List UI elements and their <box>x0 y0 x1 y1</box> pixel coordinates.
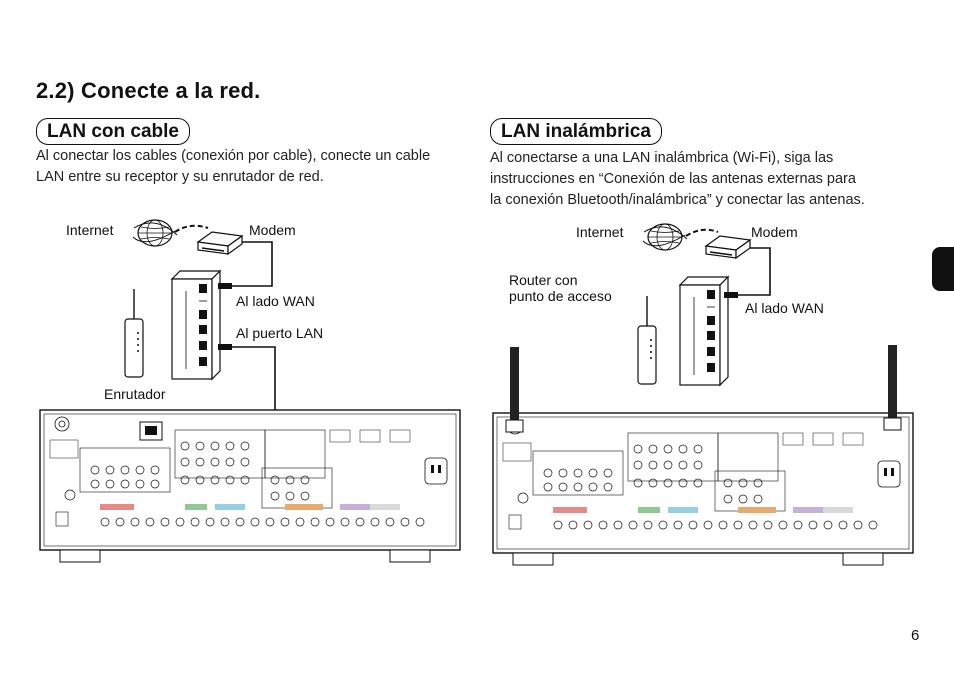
wired-section-heading: LAN con cable <box>36 118 190 145</box>
antenna-icon <box>883 345 902 431</box>
wired-router-label: Enrutador <box>104 386 166 402</box>
wired-internet-label: Internet <box>66 222 114 238</box>
network-switch-icon <box>171 270 221 380</box>
wireless-section-heading: LAN inalámbrica <box>490 118 662 145</box>
modem-cable <box>738 247 771 296</box>
wired-modem-label: Modem <box>249 222 296 238</box>
av-receiver-rear-panel-icon <box>492 412 914 566</box>
av-receiver-rear-panel-icon <box>39 409 461 563</box>
modem-icon <box>705 235 751 259</box>
section-tab-marker <box>932 247 954 291</box>
wireless-router-label: Router con punto de acceso <box>509 272 612 304</box>
router-icon <box>124 288 144 378</box>
wireless-link-dashes <box>685 228 719 237</box>
router-icon <box>637 295 657 385</box>
internet-globe-icon <box>642 223 688 251</box>
page-number: 6 <box>911 627 920 644</box>
modem-icon <box>197 231 243 255</box>
wireless-internet-label: Internet <box>576 224 624 240</box>
wan-plug <box>724 292 738 298</box>
wireless-description: Al conectarse a una LAN inalámbrica (Wi-… <box>490 148 865 211</box>
wan-plug <box>218 283 232 289</box>
wireless-description-line: Al conectarse a una LAN inalámbrica (Wi-… <box>490 150 834 166</box>
wired-description-line: LAN entre su receptor y su enrutador de … <box>36 169 324 185</box>
wired-lan-label: Al puerto LAN <box>236 325 324 341</box>
wireless-modem-label: Modem <box>751 224 798 240</box>
wireless-router-label-line: punto de acceso <box>509 288 612 304</box>
wireless-description-line: instrucciones en “Conexión de las antena… <box>490 171 856 187</box>
wireless-router-label-line: Router con <box>509 272 578 288</box>
lan-plug <box>218 344 232 350</box>
wireless-description-line: la conexión Bluetooth/inalámbrica” y con… <box>490 192 865 208</box>
wired-wan-label: Al lado WAN <box>236 293 315 309</box>
wired-description: Al conectar los cables (conexión por cab… <box>36 146 430 188</box>
antenna-icon <box>505 347 524 433</box>
wired-diagram <box>39 219 461 563</box>
wireless-link-dashes <box>174 224 209 233</box>
network-switch-icon <box>679 276 729 386</box>
page-title: 2.2) Conecte a la red. <box>36 78 261 103</box>
modem-cable <box>217 241 273 287</box>
wired-description-line: Al conectar los cables (conexión por cab… <box>36 148 431 164</box>
internet-globe-icon <box>132 219 178 247</box>
wireless-diagram <box>492 223 914 566</box>
wireless-wan-label: Al lado WAN <box>745 300 824 316</box>
